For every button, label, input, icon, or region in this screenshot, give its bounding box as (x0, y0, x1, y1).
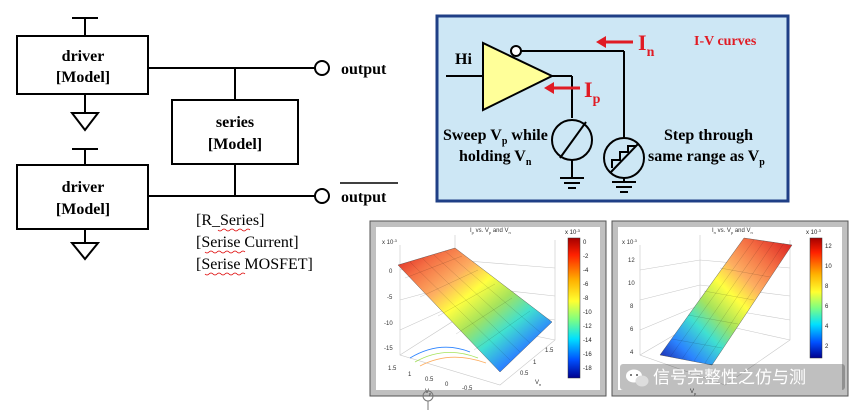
wechat-icon (626, 369, 649, 387)
spellcheck-underlines (204, 228, 251, 276)
ip-cbtick-1: -2 (583, 254, 589, 260)
ip-vn-label: Vn (535, 380, 541, 387)
ip-ytick-2: -10 (384, 321, 393, 327)
ip-cbtick-6: -12 (583, 324, 592, 330)
ip-cbtick-2: -4 (583, 268, 589, 274)
watermark: 信号完整性之仿与测 (620, 364, 845, 390)
step-line1: Step through (664, 127, 753, 144)
series-box (171, 99, 299, 165)
keyword-series-mosfet: [Serise MOSFET] (196, 256, 313, 273)
in-cbtick-4: 4 (825, 324, 829, 330)
in-xlabel: Vp (690, 389, 697, 396)
ip-xtick-0: 1.5 (388, 366, 397, 372)
in-ytick-2: 8 (630, 304, 634, 310)
ip-ytick-1: -5 (387, 295, 393, 301)
driver-circuit (16, 17, 398, 261)
driver-box-bottom (16, 164, 149, 230)
in-surface (659, 237, 793, 366)
step-staircase (611, 145, 636, 168)
in-cbtick-3: 6 (825, 304, 829, 310)
in-cbtick-2: 8 (825, 284, 829, 290)
in-ytick-0: 12 (628, 258, 635, 264)
rotate-icon[interactable] (422, 390, 434, 410)
in-colorbar-exp: x 10-3 (806, 228, 822, 236)
output-label: output (341, 61, 387, 78)
output-bar-terminal (314, 188, 330, 204)
in-cbtick-1: 10 (825, 264, 832, 270)
ip-cbtick-8: -16 (583, 352, 592, 358)
ip-cbtick-9: -18 (583, 366, 592, 372)
driver-box-top (16, 35, 149, 95)
ip-xtick-2: 0.5 (425, 377, 434, 383)
output-bar-label: output (341, 189, 387, 206)
in-cbtick-5: 2 (825, 344, 829, 350)
hi-label: Hi (455, 51, 472, 68)
driver-top-line2: [Model] (56, 69, 110, 86)
in-ytick-4: 4 (630, 350, 634, 356)
sweep-arrow (559, 121, 587, 159)
in-arrow-head (596, 36, 606, 48)
output-terminal (314, 60, 330, 76)
ip-ntick-2: 1.5 (545, 348, 554, 354)
ip-cbtick-5: -10 (583, 310, 592, 316)
in-plot-exp: x 10-3 (622, 238, 638, 246)
sweep-line2: holding Vn (459, 148, 532, 168)
ip-cbtick-0: 0 (583, 240, 587, 246)
ip-colorbar-exp: x 10-3 (565, 228, 581, 236)
ip-plot-exp: x 10-3 (382, 238, 398, 246)
in-colorbar (809, 237, 823, 359)
ip-colorbar (567, 237, 581, 379)
driver-bottom-line2: [Model] (56, 201, 110, 218)
driver-top-line1: driver (62, 48, 105, 65)
in-cbtick-0: 12 (825, 244, 832, 250)
in-label: In (638, 30, 655, 60)
watermark-backdrop (620, 364, 845, 390)
ip-cbtick-3: -6 (583, 282, 589, 288)
ground-triangle-top (69, 112, 101, 132)
in-surface-plot: In vs. Vp and Vn x 10-3 12 10 8 6 4 Vp x… (611, 220, 849, 397)
ground-triangle-bottom (69, 242, 101, 261)
iv-panel-title: I-V curves (694, 34, 757, 49)
ip-colorbar-ticks: 0 -2 -4 -6 -8 -10 -12 -14 -16 -18 (583, 240, 592, 372)
ip-cbtick-4: -8 (583, 296, 589, 302)
ip-ntick-1: 1 (533, 360, 537, 366)
keyword-series-current: [Serise Current] (196, 234, 299, 251)
step-line2: same range as Vp (648, 148, 765, 168)
ip-xtick-3: 0 (445, 382, 449, 388)
ip-xlabel: Vp (425, 389, 432, 396)
step-arrow (610, 143, 639, 173)
watermark-text: 信号完整性之仿与测 (653, 368, 806, 388)
in-colorbar-ticks: 12 10 8 6 4 2 (825, 244, 832, 350)
buffer-triangle (482, 41, 555, 112)
in-plot-title: In vs. Vp and Vn (712, 228, 753, 235)
ip-cbtick-7: -14 (583, 338, 592, 344)
ip-xtick-1: 1 (408, 372, 412, 378)
ip-surface-plot: Ip vs. Vp and Vn x 10-3 0 -5 -10 -15 1.5… (369, 220, 607, 397)
ip-arrow-head (544, 82, 554, 94)
ip-ytick-3: -15 (384, 346, 393, 352)
series-line1: series (216, 114, 254, 131)
keyword-r-series: [R_Series] (196, 212, 264, 229)
ip-label: Ip (584, 77, 601, 107)
sweep-line1: Sweep Vp while (443, 127, 548, 147)
in-ytick-1: 10 (628, 281, 635, 287)
ip-surface (397, 247, 553, 373)
in-ytick-3: 6 (630, 327, 634, 333)
series-line2: [Model] (208, 136, 262, 153)
ip-xtick-4: -0.5 (462, 386, 473, 392)
inverting-bubble (510, 45, 522, 57)
ip-ytick-0: 0 (389, 269, 393, 275)
driver-bottom-line1: driver (62, 179, 105, 196)
iv-curves-panel: I-V curves (435, 14, 790, 203)
ip-ntick-0: 0.5 (520, 371, 529, 377)
ip-plot-title: Ip vs. Vp and Vn (470, 228, 511, 235)
